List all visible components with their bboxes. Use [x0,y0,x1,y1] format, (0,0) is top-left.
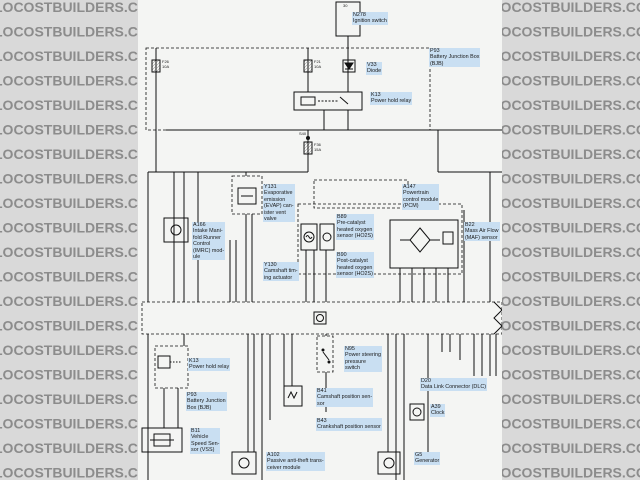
pats-module-box [231,451,257,475]
watermark-text: LOCOSTBUILDERS.CO.UK [492,122,640,138]
camshaft-sensor-box [283,385,303,407]
watermark-text: LOCOSTBUILDERS.CO.UK [0,24,173,40]
watermark-text: LOCOSTBUILDERS.CO.UK [492,48,640,64]
watermark-text: LOCOSTBUILDERS.CO.UK [492,195,640,211]
pcm-connector-block [141,301,502,335]
watermark-text: LOCOSTBUILDERS.CO.UK [0,318,173,334]
watermark-text: LOCOSTBUILDERS.CO.UK [0,220,173,236]
label-y131-evap-valve: Y131 Evaporative emission (EVAP) can- is… [263,184,295,223]
label-v33-diode: V33 Diode [366,62,383,75]
watermark-text: LOCOSTBUILDERS.CO.UK [492,465,640,480]
watermark-text: LOCOSTBUILDERS.CO.UK [0,48,173,64]
ho2s-box [300,223,318,251]
label-p93-bjb-top: P93 Battery Junction Box (BJB) [429,48,481,68]
watermark-text: LOCOSTBUILDERS.CO.UK [0,391,173,407]
watermark-text: LOCOSTBUILDERS.CO.UK [492,97,640,113]
label-b41-camshaft-position-sensor: B41 Camshaft position sen- sor [316,388,374,408]
label-n95-power-steering-switch: N95 Power steering pressure switch [344,346,382,372]
label-d20-dlc: D20 Data Link Connector (DLC) [420,378,488,391]
watermark-text: LOCOSTBUILDERS.CO.UK [492,318,640,334]
watermark-text: LOCOSTBUILDERS.CO.UK [0,244,173,260]
fuse-f36-label: F36 15A [314,142,322,152]
label-y130-camshaft-timing-actuator: Y130 Camshaft tim- ing actuator [263,262,299,282]
label-b22-maf-sensor: B22 Mass Air Flow (MAF) sensor [464,222,500,242]
watermark-text: LOCOSTBUILDERS.CO.UK [0,367,173,383]
watermark-text: LOCOSTBUILDERS.CO.UK [492,269,640,285]
splice-s40-label: S40 [299,131,307,136]
watermark-text: LOCOSTBUILDERS.CO.UK [0,416,173,432]
evap-enclosure [231,175,263,215]
watermark-text: LOCOSTBUILDERS.CO.UK [0,195,173,211]
watermark-text: LOCOSTBUILDERS.CO.UK [492,146,640,162]
label-b43-crankshaft-position-sensor: B43 Crankshaft position sensor [316,418,382,431]
watermark-text: LOCOSTBUILDERS.CO.UK [492,73,640,89]
pin-30-label: 30 [343,3,348,8]
vss-box [141,427,183,453]
wiring-diagram [141,1,502,480]
fuse-f21-label: F21 10A [314,59,322,69]
label-n278-ignition-switch: N278 Ignition switch [352,12,388,25]
imrc-module-box [163,217,189,243]
watermark-text: LOCOSTBUILDERS.CO.UK [0,0,173,15]
bjb-enclosure [145,47,431,131]
generator-box [377,451,401,475]
watermark-text: LOCOSTBUILDERS.CO.UK [0,73,173,89]
sensor-enclosure [297,203,463,275]
power-hold-relay-top-box [293,91,363,111]
label-b90-post-cat-ho2s: B90 Post-catalyst heated oxygen sensor (… [336,252,374,278]
label-k13-power-hold-relay-bottom: K13 Power hold relay [188,358,231,371]
n95-enclosure [316,335,334,373]
watermark-text: LOCOSTBUILDERS.CO.UK [492,0,640,15]
watermark-text: LOCOSTBUILDERS.CO.UK [492,367,640,383]
fuse-f26-label: F26 10A [162,59,170,69]
watermark-text: LOCOSTBUILDERS.CO.UK [492,244,640,260]
watermark-text: LOCOSTBUILDERS.CO.UK [0,146,173,162]
relay-enclosure-bottom [154,345,189,389]
watermark-text: LOCOSTBUILDERS.CO.UK [0,465,173,480]
watermark-text: LOCOSTBUILDERS.CO.UK [0,293,173,309]
label-b11-vss: B11 Vehicle Speed Sen- sor (VSS) [190,428,221,454]
label-a147-pcm: A147 Powertrain control module (PCM) [402,184,440,210]
watermark-text: LOCOSTBUILDERS.CO.UK [0,97,173,113]
watermark-text: LOCOSTBUILDERS.CO.UK [492,342,640,358]
watermark-text: LOCOSTBUILDERS.CO.UK [492,391,640,407]
label-b89-pre-cat-ho2s: B89 Pre-catalyst heated oxygen sensor (H… [336,214,374,240]
watermark-text: LOCOSTBUILDERS.CO.UK [0,122,173,138]
watermark-text: LOCOSTBUILDERS.CO.UK [492,171,640,187]
watermark-text: LOCOSTBUILDERS.CO.UK [492,440,640,456]
watermark-text: LOCOSTBUILDERS.CO.UK [0,269,173,285]
label-a102-pats-module: A102 Passive anti-theft trans- ceiver mo… [266,452,325,472]
watermark-text: LOCOSTBUILDERS.CO.UK [492,220,640,236]
watermark-text: LOCOSTBUILDERS.CO.UK [0,440,173,456]
watermark-text: LOCOSTBUILDERS.CO.UK [492,293,640,309]
label-p93-bjb-bottom: P93 Battery Junction Box (BJB) [186,392,227,412]
clock-box [409,403,425,421]
label-g5-generator: G5 Generator [414,452,441,465]
schematic-sheet: N278 Ignition switch 30 P93 Battery Junc… [138,0,502,480]
label-k13-power-hold-relay-top: K13 Power hold relay [370,92,413,105]
watermark-text: LOCOSTBUILDERS.CO.UK [0,171,173,187]
label-a39-clock: A39 Clock [430,404,446,417]
watermark-text: LOCOSTBUILDERS.CO.UK [492,24,640,40]
watermark-text: LOCOSTBUILDERS.CO.UK [492,416,640,432]
watermark-text: LOCOSTBUILDERS.CO.UK [0,342,173,358]
label-a166-imrc-module: A166 Intake Mani- fold Runner Control (I… [192,222,226,261]
